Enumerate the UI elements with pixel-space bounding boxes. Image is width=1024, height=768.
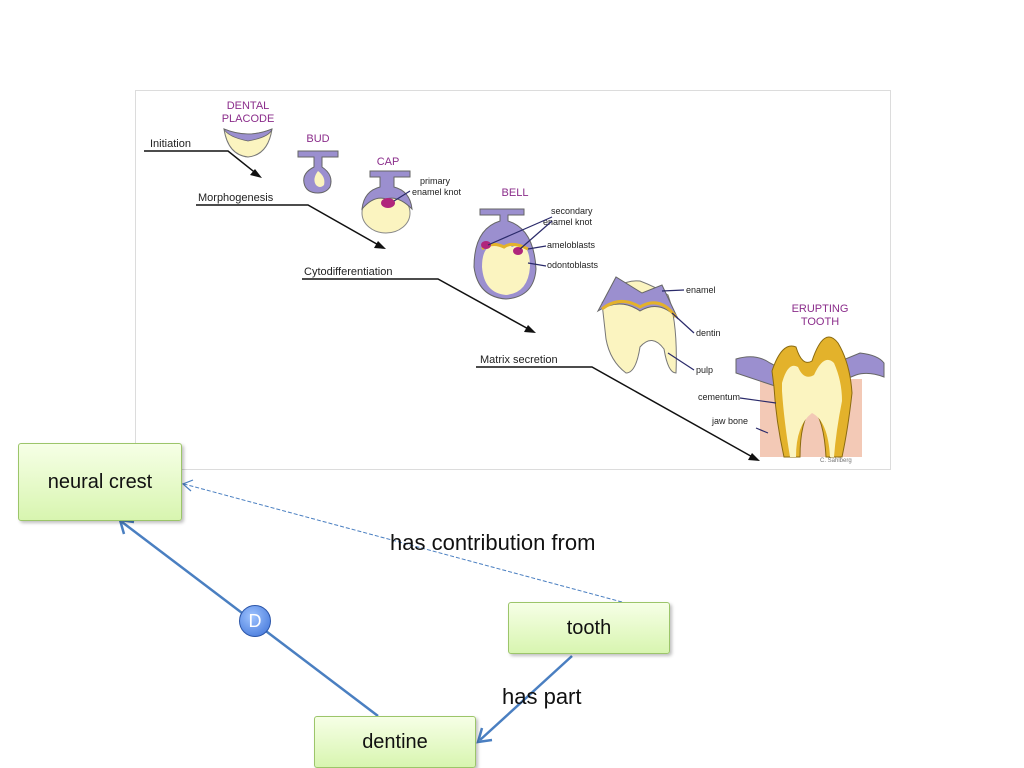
edge-has-part-arrowhead (476, 727, 493, 744)
annotation-dentin: dentin (696, 328, 721, 338)
arrow-morphogenesis (196, 204, 383, 248)
develops-from-badge-label: D (248, 610, 262, 631)
node-tooth[interactable]: tooth (508, 602, 670, 654)
stage-label-erupting-tooth-2: TOOTH (801, 316, 839, 328)
cap-illustration (361, 170, 413, 234)
node-dentine-label: dentine (362, 730, 428, 753)
phase-arrowheads (250, 169, 760, 461)
node-dentine[interactable]: dentine (314, 716, 476, 768)
node-neural-crest-label: neural crest (47, 470, 153, 493)
phase-label-morphogenesis: Morphogenesis (198, 192, 274, 204)
develops-from-badge[interactable]: D (239, 605, 271, 637)
annotation-primary-2: enamel knot (412, 187, 462, 197)
annotation-odontoblasts: odontoblasts (547, 260, 599, 270)
edge-has-part (479, 655, 573, 741)
edge-has-contribution-from (183, 483, 623, 603)
annotation-primary-1: primary (420, 176, 451, 186)
node-neural-crest[interactable]: neural crest (18, 443, 182, 521)
edge-label-has-part: has part (502, 684, 582, 709)
stage-label-erupting-tooth-1: ERUPTING (792, 303, 849, 315)
phase-label-cytodifferentiation: Cytodifferentiation (304, 266, 392, 278)
tooth-development-figure: DENTAL PLACODE BUD CAP BELL ERUPTING TOO… (135, 90, 891, 470)
phase-label-matrix-secretion: Matrix secretion (480, 354, 558, 366)
stage-label-dental-placode-1: DENTAL (227, 100, 270, 112)
phase-label-initiation: Initiation (150, 138, 191, 150)
figure-credit: C. Sahlberg (820, 458, 852, 464)
annotation-secondary-2: enamel knot (543, 217, 593, 227)
node-tooth-label: tooth (566, 616, 612, 639)
annotation-secondary-1: secondary (551, 206, 593, 216)
edge-label-has-contribution-from: has contribution from (390, 530, 596, 555)
tooth-development-diagram: DENTAL PLACODE BUD CAP BELL ERUPTING TOO… (144, 100, 885, 464)
crown-illustration (596, 276, 679, 374)
stage-label-cap: CAP (377, 156, 400, 168)
arrow-cytodifferentiation (302, 278, 533, 332)
stage-label-bell: BELL (502, 187, 529, 199)
stage-label-dental-placode-2: PLACODE (222, 113, 275, 125)
annotation-ameloblasts: ameloblasts (547, 240, 596, 250)
erupting-tooth-illustration (735, 336, 885, 458)
annotation-jaw-bone: jaw bone (711, 416, 748, 426)
arrow-matrix-secretion (476, 366, 757, 460)
edge-has-contribution-from-arrowhead (181, 479, 194, 492)
arrow-initiation (144, 150, 259, 176)
dental-placode-illustration (223, 128, 273, 158)
annotation-leader-lines (393, 190, 777, 434)
bell-illustration (473, 208, 537, 300)
annotation-enamel: enamel (686, 285, 716, 295)
bud-illustration (297, 150, 339, 194)
phase-arrows (144, 150, 757, 460)
annotation-pulp: pulp (696, 365, 713, 375)
stage-label-bud: BUD (306, 133, 329, 145)
annotation-cementum: cementum (698, 392, 740, 402)
